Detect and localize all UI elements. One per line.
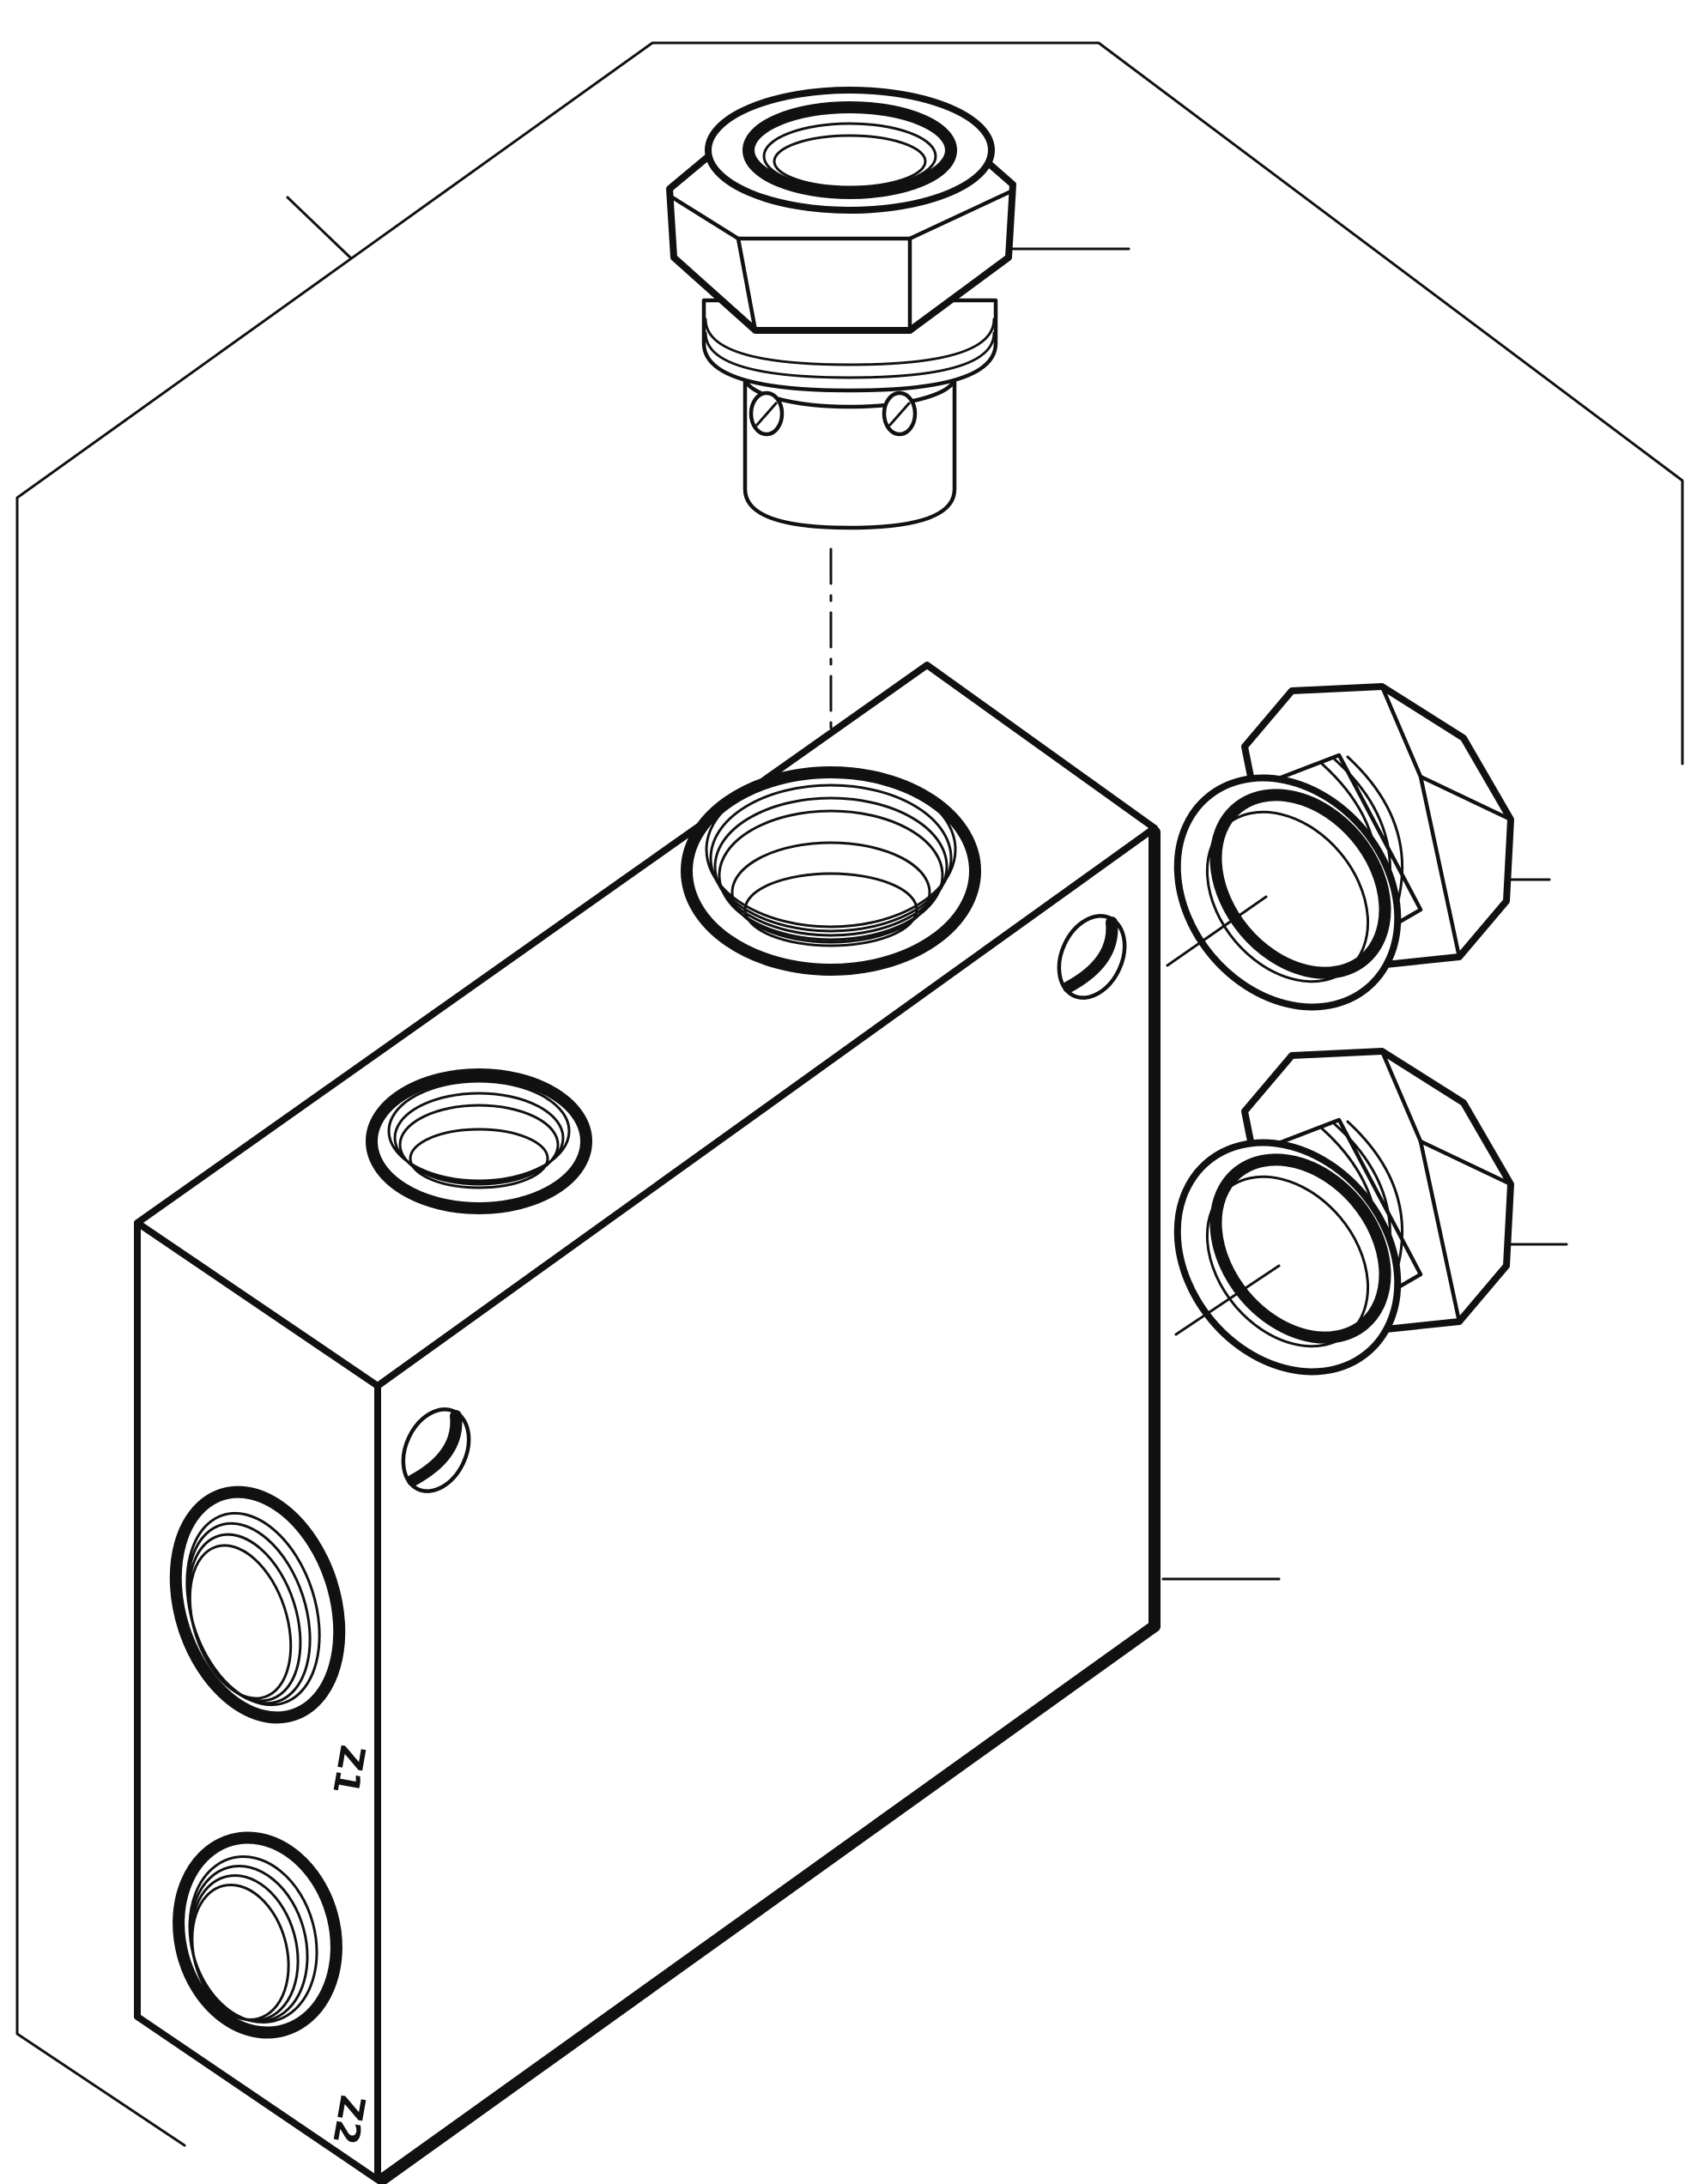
top-port-large [681,766,981,976]
plug-lower-leader-in [1174,1264,1281,1336]
bracket-leader-line [286,196,352,259]
plug-upper-leader-in [1166,895,1268,967]
side-port-z1 [169,1485,346,1724]
valve-block: Z1 Z2 [134,662,1281,2184]
port-label-z1: Z1 [324,1742,372,1797]
upper-fitting [666,87,1130,530]
top-port-small [366,1068,592,1214]
side-port-z2 [173,1831,342,2039]
assembly-bracket [15,41,1684,2147]
plug-upper [1166,683,1551,1011]
plug-lower [1173,1048,1568,1376]
port-label-z2: Z2 [324,2092,372,2147]
